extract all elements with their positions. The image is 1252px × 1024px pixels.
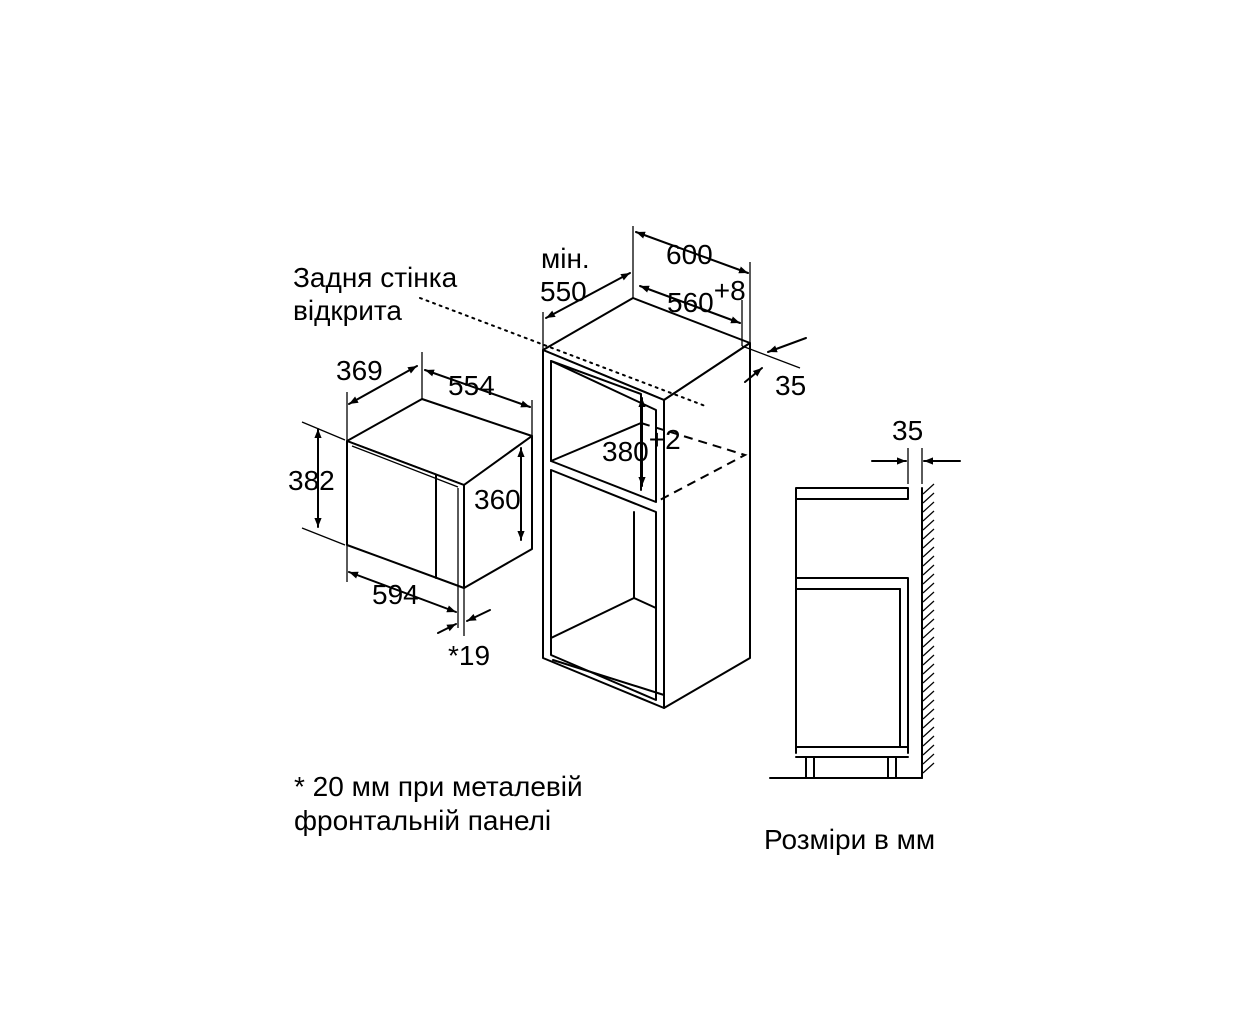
- footnote-line1: * 20 мм при металевій: [294, 771, 583, 802]
- label-380: 380+2: [602, 424, 681, 467]
- cabinet-front: [542, 349, 665, 709]
- wall-hatch-stroke: [922, 708, 935, 720]
- dim-19-arrow-left: [437, 623, 457, 634]
- wall-hatch-stroke: [922, 528, 935, 540]
- side-section-drawing: 35: [769, 415, 961, 779]
- wall-hatch-stroke: [922, 645, 935, 657]
- wall-hatch-stroke: [922, 753, 935, 765]
- dim-382-ext-bottom: [301, 527, 346, 546]
- wall-hatch-stroke: [922, 492, 935, 504]
- label-35-side: 35: [892, 415, 923, 446]
- back-wall-label-line1: Задня стінка: [293, 262, 458, 293]
- wall-hatch-stroke: [922, 582, 935, 594]
- wall-hatch-stroke: [922, 690, 935, 702]
- wall-hatch-stroke: [922, 663, 935, 675]
- label-382: 382: [288, 465, 335, 496]
- dim-35-rear-ext: [741, 345, 801, 369]
- label-560-value: 560: [667, 287, 714, 318]
- wall-hatch-stroke: [922, 591, 935, 603]
- wall-hatch-stroke: [922, 600, 935, 612]
- label-35-rear: 35: [775, 370, 806, 401]
- lower-compartment-floor: [633, 597, 657, 609]
- wall-hatch-stroke: [922, 717, 935, 729]
- wall-hatch-stroke: [922, 672, 935, 684]
- label-380-value: 380: [602, 436, 649, 467]
- dim-600-line: [635, 231, 749, 274]
- label-600: 600: [666, 239, 713, 270]
- wall-hatch-stroke: [922, 501, 935, 513]
- microwave-drawing: 369 554 382 360 594 *19: [288, 352, 533, 671]
- dim-560-line: [639, 285, 741, 324]
- label-550: 550: [540, 276, 587, 307]
- wall-hatch-stroke: [922, 537, 935, 549]
- wall-hatch-stroke: [922, 546, 935, 558]
- wall-hatch-stroke: [922, 636, 935, 648]
- dim-35-rear-arrow-top: [767, 337, 807, 353]
- label-369: 369: [336, 355, 383, 386]
- label-554: 554: [448, 370, 495, 401]
- label-560: 560+8: [667, 275, 746, 318]
- section-middle-shelf: [795, 577, 909, 754]
- label-min: мін.: [541, 243, 590, 274]
- microwave-front-inner-edge: [351, 445, 459, 488]
- wall-hatch-stroke: [922, 510, 935, 522]
- dim-550-line: [545, 272, 631, 319]
- dim-35-rear-arrow-bottom: [744, 367, 763, 383]
- wall-hatch-stroke: [922, 744, 935, 756]
- wall-hatch-stroke: [922, 618, 935, 630]
- wall-hatch-stroke: [922, 735, 935, 747]
- back-wall-label-line2: відкрита: [293, 295, 402, 326]
- niche-opening: [550, 360, 657, 503]
- label-594: 594: [372, 579, 419, 610]
- cabinet-plinth: [552, 659, 665, 696]
- wall-hatch-stroke: [922, 627, 935, 639]
- wall-hatch-stroke: [922, 483, 935, 495]
- wall-hatch-stroke: [922, 573, 935, 585]
- label-560-tolerance: +8: [714, 275, 746, 306]
- dim-554-line: [424, 369, 531, 408]
- cabinet-drawing: мін. 550 600 560+8 35 380+2 Задня стінка…: [293, 226, 807, 709]
- dim-382-ext-top: [301, 421, 346, 441]
- wall-hatch-stroke: [922, 555, 935, 567]
- wall-hatch-stroke: [922, 564, 935, 576]
- lower-compartment: [550, 469, 657, 701]
- wall-hatch-stroke: [922, 609, 935, 621]
- wall-hatch-stroke: [922, 726, 935, 738]
- footnote-line2: фронтальній панелі: [294, 805, 551, 836]
- dim-594-line: [348, 571, 457, 613]
- wall-hatch-stroke: [922, 699, 935, 711]
- wall-hatch-stroke: [922, 654, 935, 666]
- label-19: *19: [448, 640, 490, 671]
- dim-19-arrow-right: [466, 609, 491, 622]
- wall-hatch-stroke: [922, 681, 935, 693]
- section-top-shelf: [795, 487, 909, 754]
- label-380-tolerance: +2: [649, 424, 681, 455]
- back-wall-leader: [419, 297, 709, 408]
- niche-floor-back: [550, 422, 642, 462]
- cabinet-right-side: [663, 342, 751, 709]
- label-360: 360: [474, 484, 521, 515]
- wall-hatching: [922, 483, 935, 774]
- dim-369-line: [348, 365, 418, 405]
- niche-hidden-shelf: [640, 422, 748, 503]
- wall-hatch-stroke: [922, 519, 935, 531]
- units-note: Розміри в мм: [764, 824, 935, 855]
- wall-hatch-stroke: [922, 762, 935, 774]
